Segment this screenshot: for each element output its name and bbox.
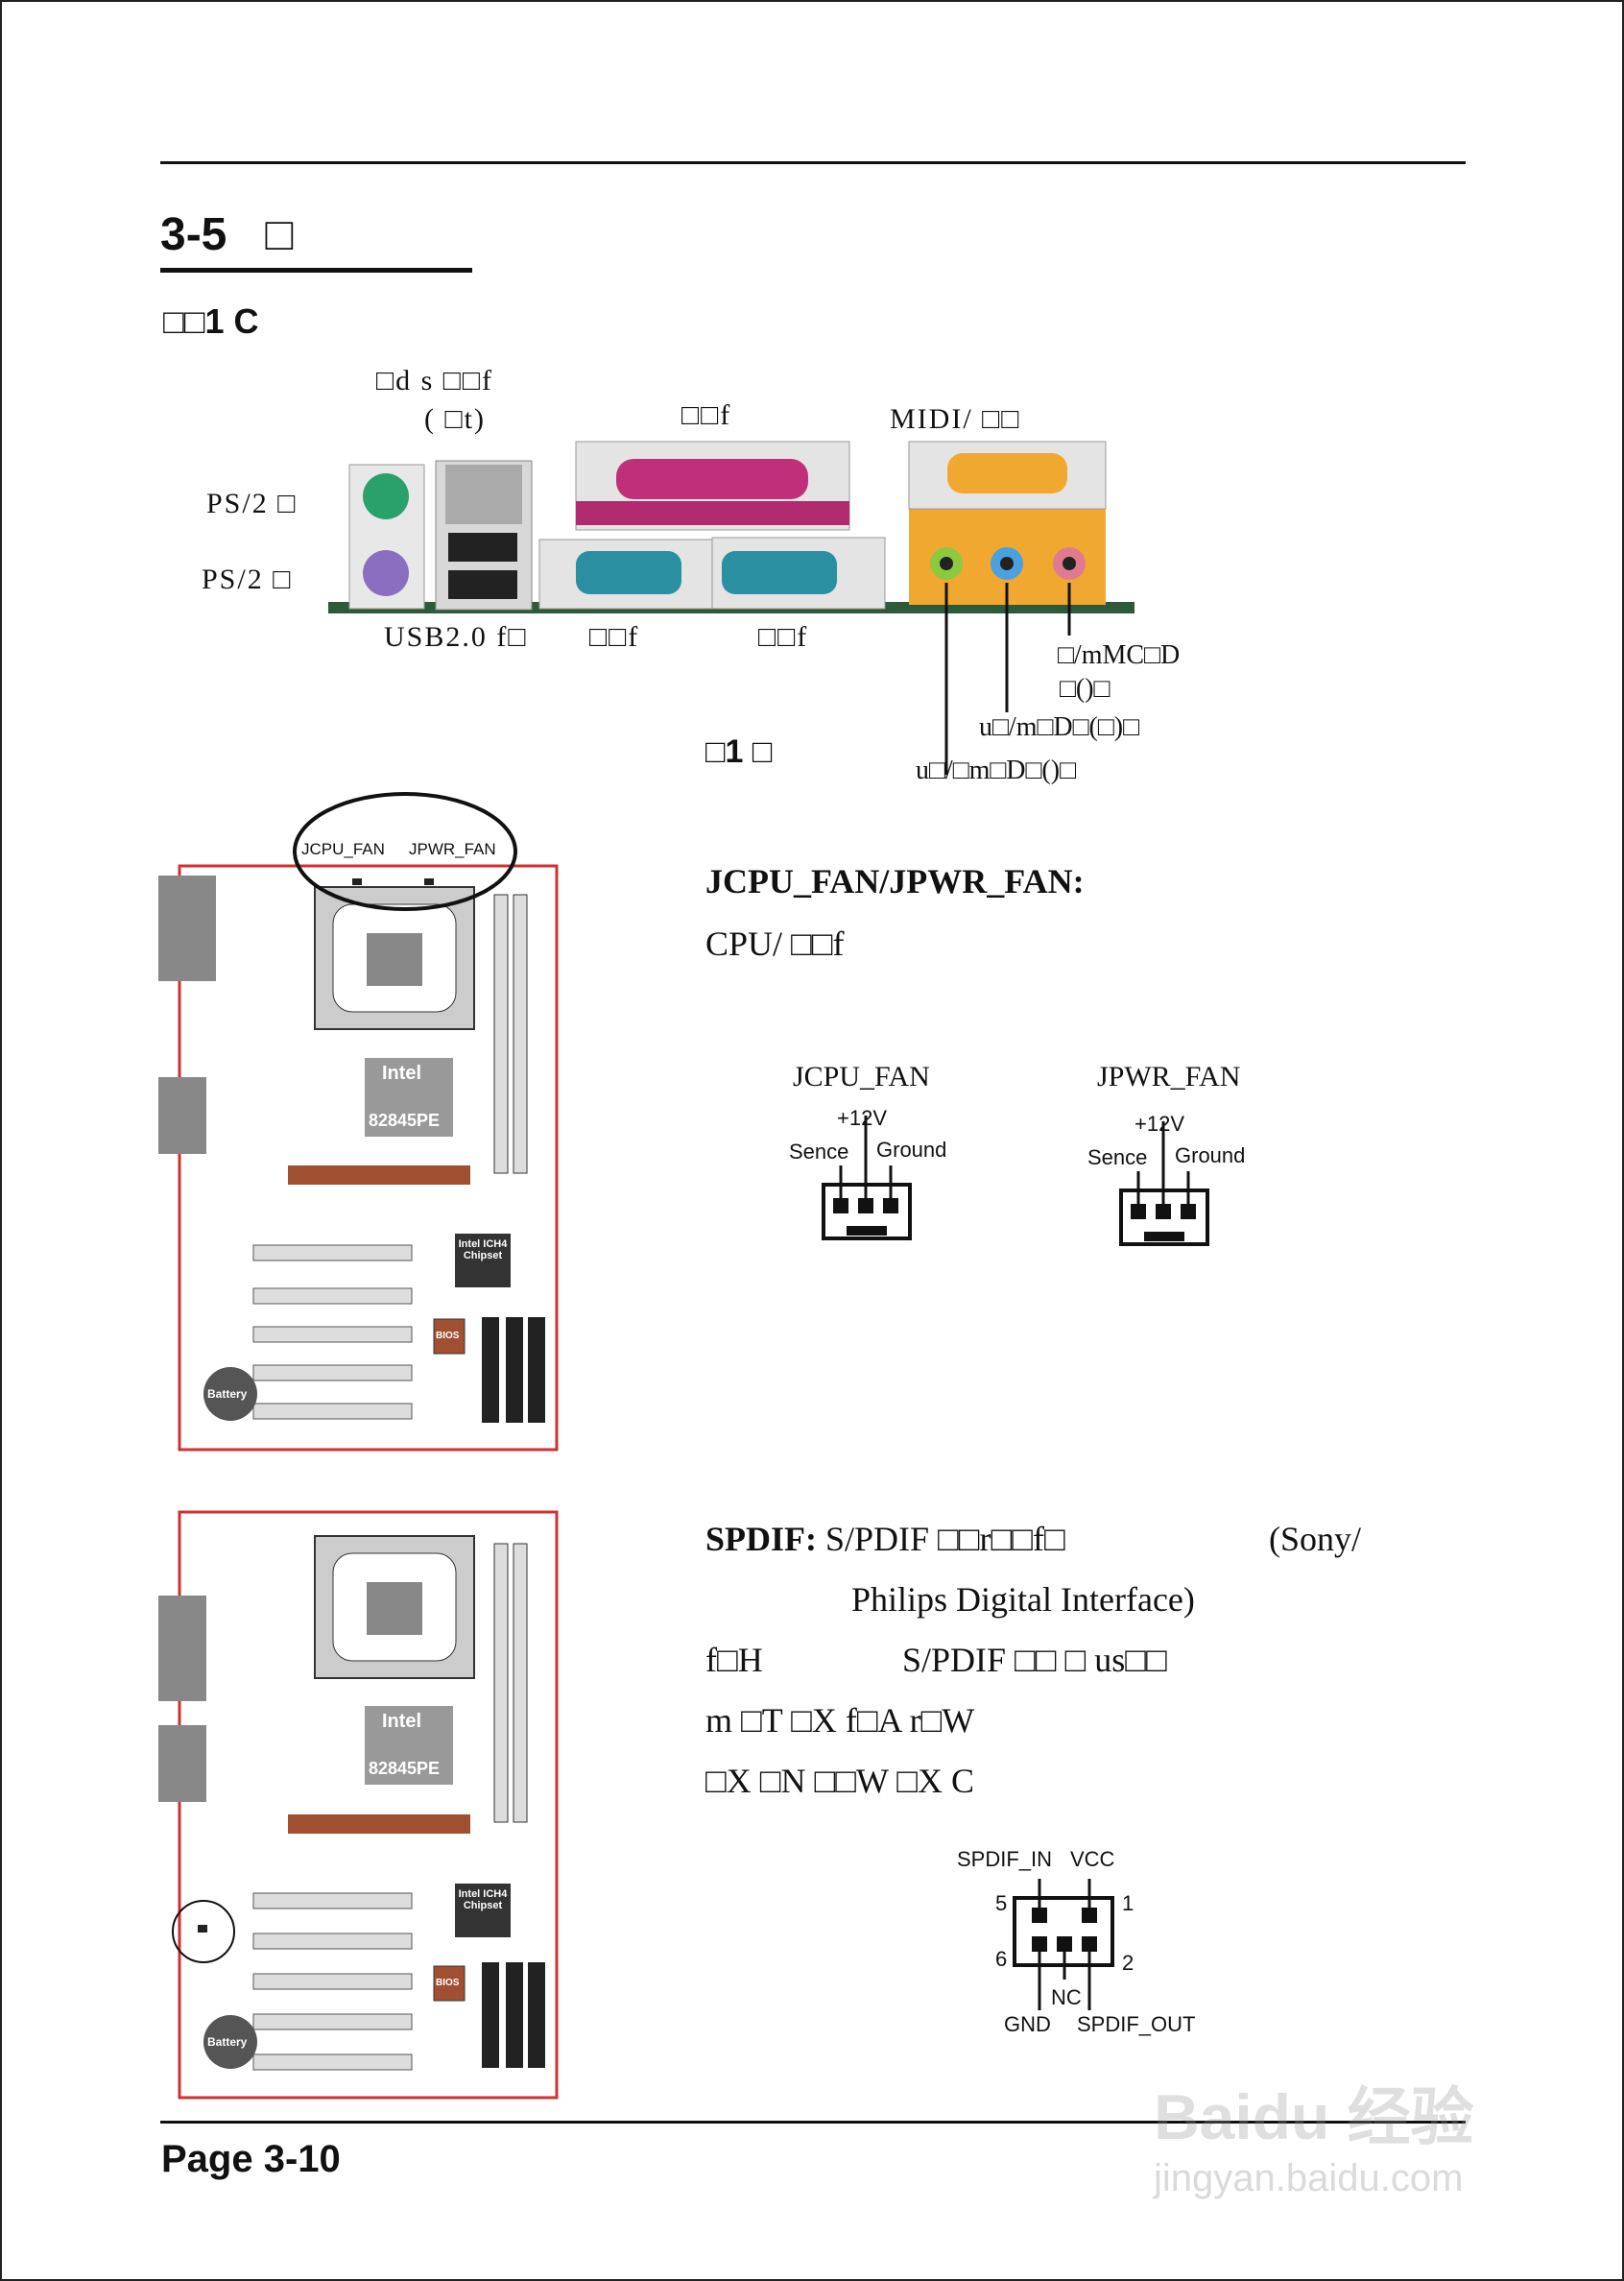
fan-connector-jcpu <box>822 1116 912 1240</box>
spdif-line5: □X □N □□W □X C <box>705 1762 975 1800</box>
figure-caption: □1 □ <box>705 733 773 770</box>
game-midi-port <box>947 453 1067 493</box>
com2-port <box>722 551 837 594</box>
spdif-pin-num-5: 5 <box>995 1891 1008 1915</box>
chip-north-model: 82845PE <box>369 1111 441 1130</box>
chip-south-label: Intel ICH4 Chipset <box>458 1238 508 1262</box>
motherboard-diagram-1 <box>158 792 559 1452</box>
usb-port <box>448 570 517 599</box>
section-name: □ <box>265 209 294 260</box>
label-parallel: □□f <box>681 399 732 431</box>
spdif-line3b: S/PDIF □□ □ us□□ <box>902 1641 1167 1679</box>
jcpu-pin-12v: +12V <box>837 1106 887 1130</box>
spdif-pin-in: SPDIF_IN <box>957 1847 1053 1871</box>
parallel-port <box>616 459 808 499</box>
top-rule <box>160 161 1466 164</box>
jpwr-pin-sence: Sence <box>1087 1145 1148 1169</box>
jcpu-pin-sence: Sence <box>789 1140 849 1164</box>
subheading: □□1 C <box>163 301 259 341</box>
label-com2: □□f <box>758 621 809 653</box>
spdif-pin-nc: NC <box>1051 1985 1082 2009</box>
spdif-line4: m □T □X f□A r□W <box>705 1701 975 1740</box>
bios-label: BIOS <box>436 1331 460 1341</box>
spdif-heading: SPDIF: <box>705 1520 817 1558</box>
battery-label: Battery <box>207 1387 248 1401</box>
label-ps2-keyboard: PS/2 □ <box>202 564 293 595</box>
motherboard-diagram-2 <box>158 1510 559 2100</box>
label-line-out-sub: □()□ <box>1060 674 1111 704</box>
board-label-jcpu-fan: JCPU_FAN <box>301 840 385 858</box>
label-line-in: u□/m□D□(□)□ <box>979 712 1139 742</box>
chip-north-label-2: Intel <box>382 1711 422 1732</box>
section-number: 3-5 <box>160 209 227 260</box>
lan-port <box>445 465 522 524</box>
fan-highlight-oval <box>293 792 517 911</box>
watermark-logo: Baidu 经验 <box>1154 2081 1474 2152</box>
fan-connector-jpwr <box>1119 1121 1209 1246</box>
ps2-keyboard-port <box>363 550 409 596</box>
label-com1: □□f <box>589 621 640 653</box>
chip-north-model-2: 82845PE <box>369 1759 441 1778</box>
page-number: Page 3-10 <box>161 2138 341 2180</box>
spdif-highlight-circle <box>172 1900 235 1963</box>
spdif-line1: S/PDIF □□r□□f□ <box>825 1520 1065 1558</box>
bottom-rule <box>160 2121 1466 2124</box>
spdif-pin-num-1: 1 <box>1122 1891 1134 1915</box>
label-lan: □d s □□f <box>376 365 494 396</box>
jcpu-fan-title: JCPU_FAN <box>793 1061 930 1092</box>
com1-port <box>576 551 681 594</box>
label-line-out: □/mMC□D <box>1058 640 1181 670</box>
fan-heading: JCPU_FAN/JPWR_FAN: <box>705 862 1085 900</box>
spdif-pin-vcc: VCC <box>1070 1847 1115 1871</box>
spdif-connector <box>1013 1879 1114 2010</box>
label-mic: u□/□m□D□()□ <box>916 756 1076 785</box>
jpwr-pin-ground: Ground <box>1175 1143 1246 1167</box>
fan-description: CPU/ □□f <box>705 924 845 963</box>
chip-north-label: Intel <box>382 1063 422 1084</box>
spdif-pin-out: SPDIF_OUT <box>1077 2012 1196 2036</box>
label-ps2-mouse: PS/2 □ <box>206 488 298 519</box>
spdif-pin-gnd: GND <box>1004 2012 1051 2036</box>
section-title: 3-5 □ <box>160 208 293 261</box>
bios-label-2: BIOS <box>436 1978 460 1988</box>
watermark-url: jingyan.baidu.com <box>1154 2157 1464 2199</box>
spdif-line1-right: (Sony/ <box>1269 1520 1362 1558</box>
board-label-jpwr-fan: JPWR_FAN <box>409 840 496 858</box>
spdif-pin-num-2: 2 <box>1122 1951 1134 1975</box>
usb-port <box>448 533 517 562</box>
spdif-line2: Philips Digital Interface) <box>851 1580 1195 1619</box>
chip-south-label-2: Intel ICH4 Chipset <box>458 1888 508 1912</box>
jcpu-fan-header <box>352 878 362 885</box>
jpwr-pin-12v: +12V <box>1134 1112 1184 1136</box>
spdif-pin-num-6: 6 <box>995 1947 1008 1971</box>
jcpu-pin-ground: Ground <box>876 1138 947 1162</box>
label-lan-sub: ( □t) <box>424 403 486 435</box>
jpwr-fan-header <box>424 878 434 885</box>
ps2-mouse-port <box>363 473 409 519</box>
spdif-header <box>198 1925 207 1933</box>
label-usb: USB2.0 f□ <box>384 621 528 653</box>
label-midi: MIDI/ □□ <box>890 403 1021 435</box>
title-underline <box>160 268 472 273</box>
spdif-line3a: f□H <box>705 1641 763 1679</box>
jpwr-fan-title: JPWR_FAN <box>1097 1061 1241 1092</box>
battery-label-2: Battery <box>207 2035 248 2049</box>
rear-panel-image <box>328 441 1134 775</box>
